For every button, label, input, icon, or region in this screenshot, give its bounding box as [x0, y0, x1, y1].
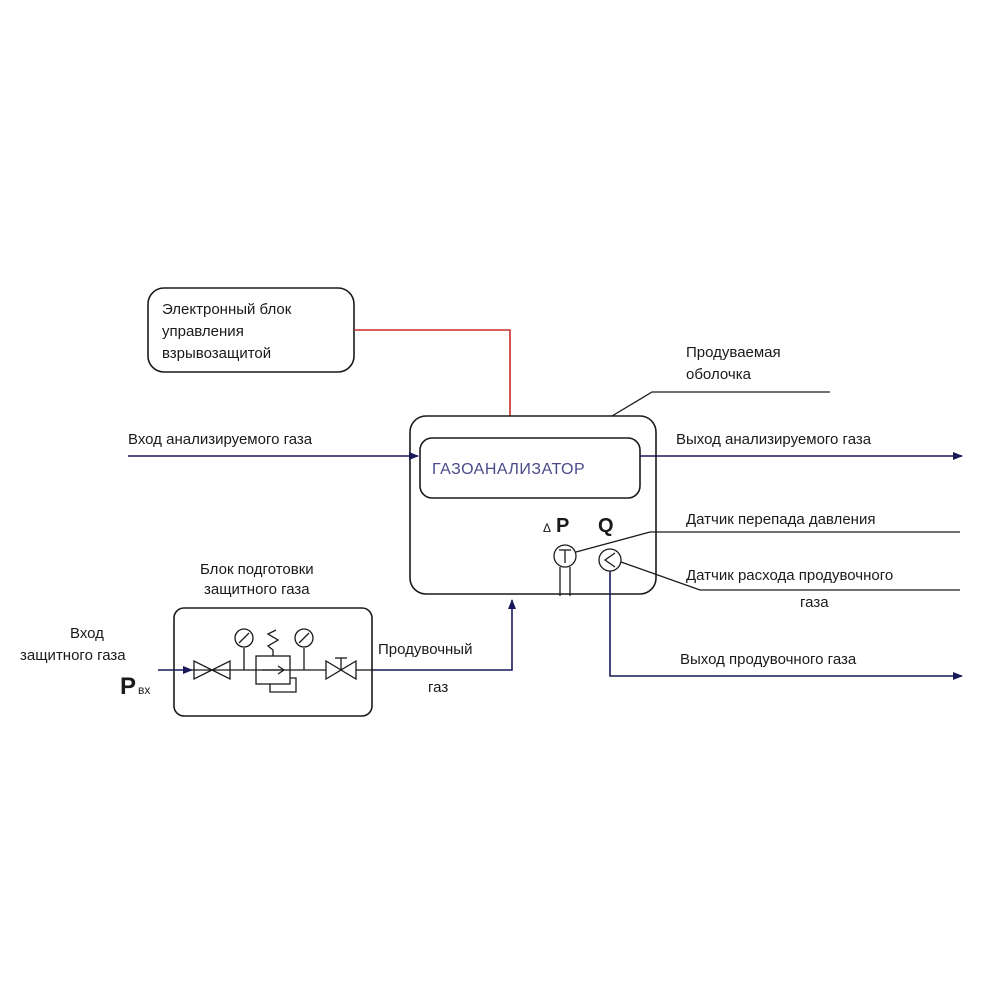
- purge-label-2: газ: [428, 679, 448, 696]
- purge-in-arrow: [372, 599, 516, 671]
- dp-symbol: P: [556, 515, 569, 537]
- enclosure-label-2: оболочка: [686, 366, 752, 383]
- control-unit-label-1: Электронный блок: [162, 301, 292, 318]
- flow-sensor-leader: [620, 561, 960, 591]
- purge-out-label: Выход продувочного газа: [680, 651, 857, 668]
- dp-sensor-leader: [575, 531, 960, 553]
- control-signal-line: [354, 329, 511, 416]
- dp-sensor-icon: [553, 544, 577, 596]
- shield-in-label-2: защитного газа: [20, 647, 126, 664]
- gas-in-label: Вход анализируемого газа: [128, 431, 313, 448]
- purge-label-1: Продувочный: [378, 641, 472, 658]
- purged-enclosure: ГАЗОАНАЛИЗАТОР: [409, 415, 657, 595]
- prep-block-label-2: защитного газа: [204, 581, 310, 598]
- analyzer-box: [419, 437, 641, 499]
- control-unit-label-2: управления: [162, 323, 244, 340]
- gauge-icon: [234, 628, 254, 670]
- gauge-icon: [294, 628, 314, 670]
- purge-out-arrow: [609, 571, 963, 680]
- shield-in-label-1: Вход: [70, 625, 104, 642]
- delta-symbol: Δ: [543, 521, 551, 535]
- gas-out-label: Выход анализируемого газа: [676, 431, 872, 448]
- flow-sensor-label-1: Датчик расхода продувочного: [686, 567, 893, 584]
- control-unit-label-3: взрывозащитой: [162, 345, 271, 362]
- pin-main: P: [120, 673, 136, 700]
- dp-sensor-label: Датчик перепада давления: [686, 511, 875, 528]
- prep-block: [173, 607, 373, 717]
- control-unit-box: Электронный блок управления взрывозащито…: [147, 287, 355, 373]
- pin-sub: вх: [138, 683, 150, 697]
- analyzer-title: ГАЗОАНАЛИЗАТОР: [432, 461, 585, 478]
- valve-icon: [193, 659, 231, 681]
- enclosure-leader: [611, 391, 830, 417]
- pressure-regulator-icon: [255, 629, 297, 693]
- flow-sensor-icon: [598, 548, 622, 572]
- enclosure-label-1: Продуваемая: [686, 344, 781, 361]
- flow-symbol: Q: [598, 515, 614, 537]
- flow-sensor-label-2: газа: [800, 594, 829, 611]
- needle-valve-icon: [325, 657, 357, 681]
- prep-block-label-1: Блок подготовки: [200, 561, 314, 578]
